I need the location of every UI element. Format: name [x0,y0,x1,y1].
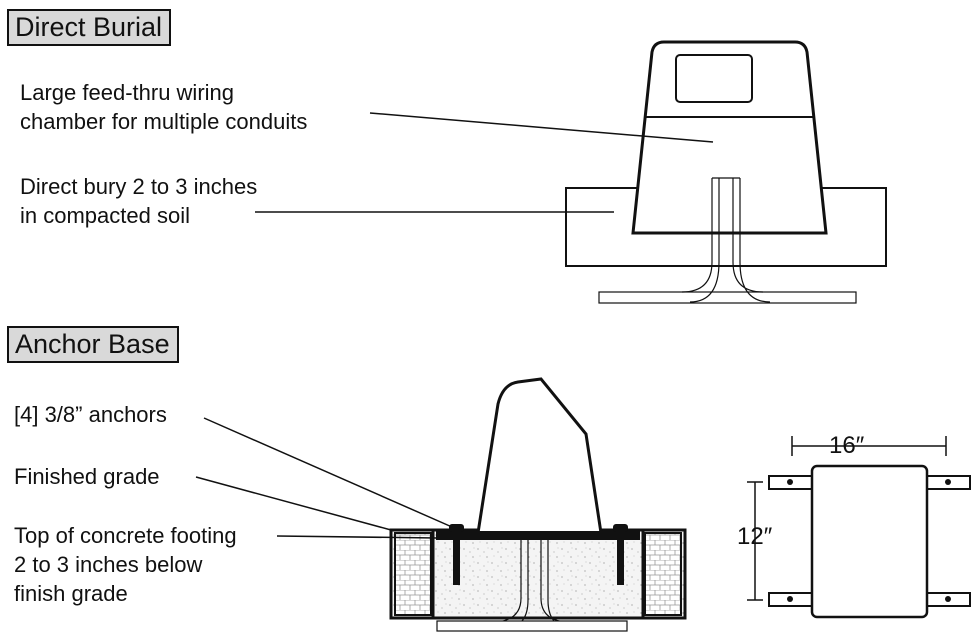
callout-anchors: [4] 3/8” anchors [14,400,167,429]
conduit-base [598,291,857,304]
footing-conduits [495,540,573,629]
direct-burial-drawing [255,40,887,304]
plan-body [810,464,929,619]
callout-finished-grade: Finished grade [14,462,160,491]
footing-conduit-base [436,620,628,632]
concrete-footing [389,528,687,620]
plan-view-drawing [747,436,971,619]
leader-concrete-footing [276,535,438,539]
callout-concrete-footing-line3: finish grade [14,581,128,606]
callout-direct-bury-line1: Direct bury 2 to 3 inches [20,174,258,199]
conduit-right [732,178,771,303]
chamber-window [675,54,753,103]
callout-anchors-line1: [4] 3/8” anchors [14,402,167,427]
direct-burial-title: Direct Burial [7,9,172,46]
callout-wiring-chamber-line2: chamber for multiple conduits [20,109,308,134]
anchor-bolt-left [453,525,460,585]
anchor-base-title: Anchor Base [7,326,179,363]
anchor-bolt-right [617,525,624,585]
callout-concrete-footing-line1: Top of concrete footing [14,523,237,548]
fixture-body [476,377,603,535]
grade-right [644,532,682,616]
grade-left [394,532,432,616]
callout-wiring-chamber-line1: Large feed-thru wiring [20,80,235,105]
leader-finished-grade [195,476,392,531]
callout-wiring-chamber: Large feed-thru wiring chamber for multi… [20,78,307,136]
callout-concrete-footing: Top of concrete footing 2 to 3 inches be… [14,521,237,608]
leader-anchors [203,417,453,528]
callout-concrete-footing-line2: 2 to 3 inches below [14,552,203,577]
conduit-left [681,178,720,303]
callout-finished-grade-line1: Finished grade [14,464,160,489]
leader-wiring-chamber [369,112,714,143]
base-plate [436,531,640,540]
callout-direct-bury: Direct bury 2 to 3 inches in compacted s… [20,172,257,230]
callout-direct-bury-line2: in compacted soil [20,203,190,228]
anchor-base-drawing [195,377,687,632]
